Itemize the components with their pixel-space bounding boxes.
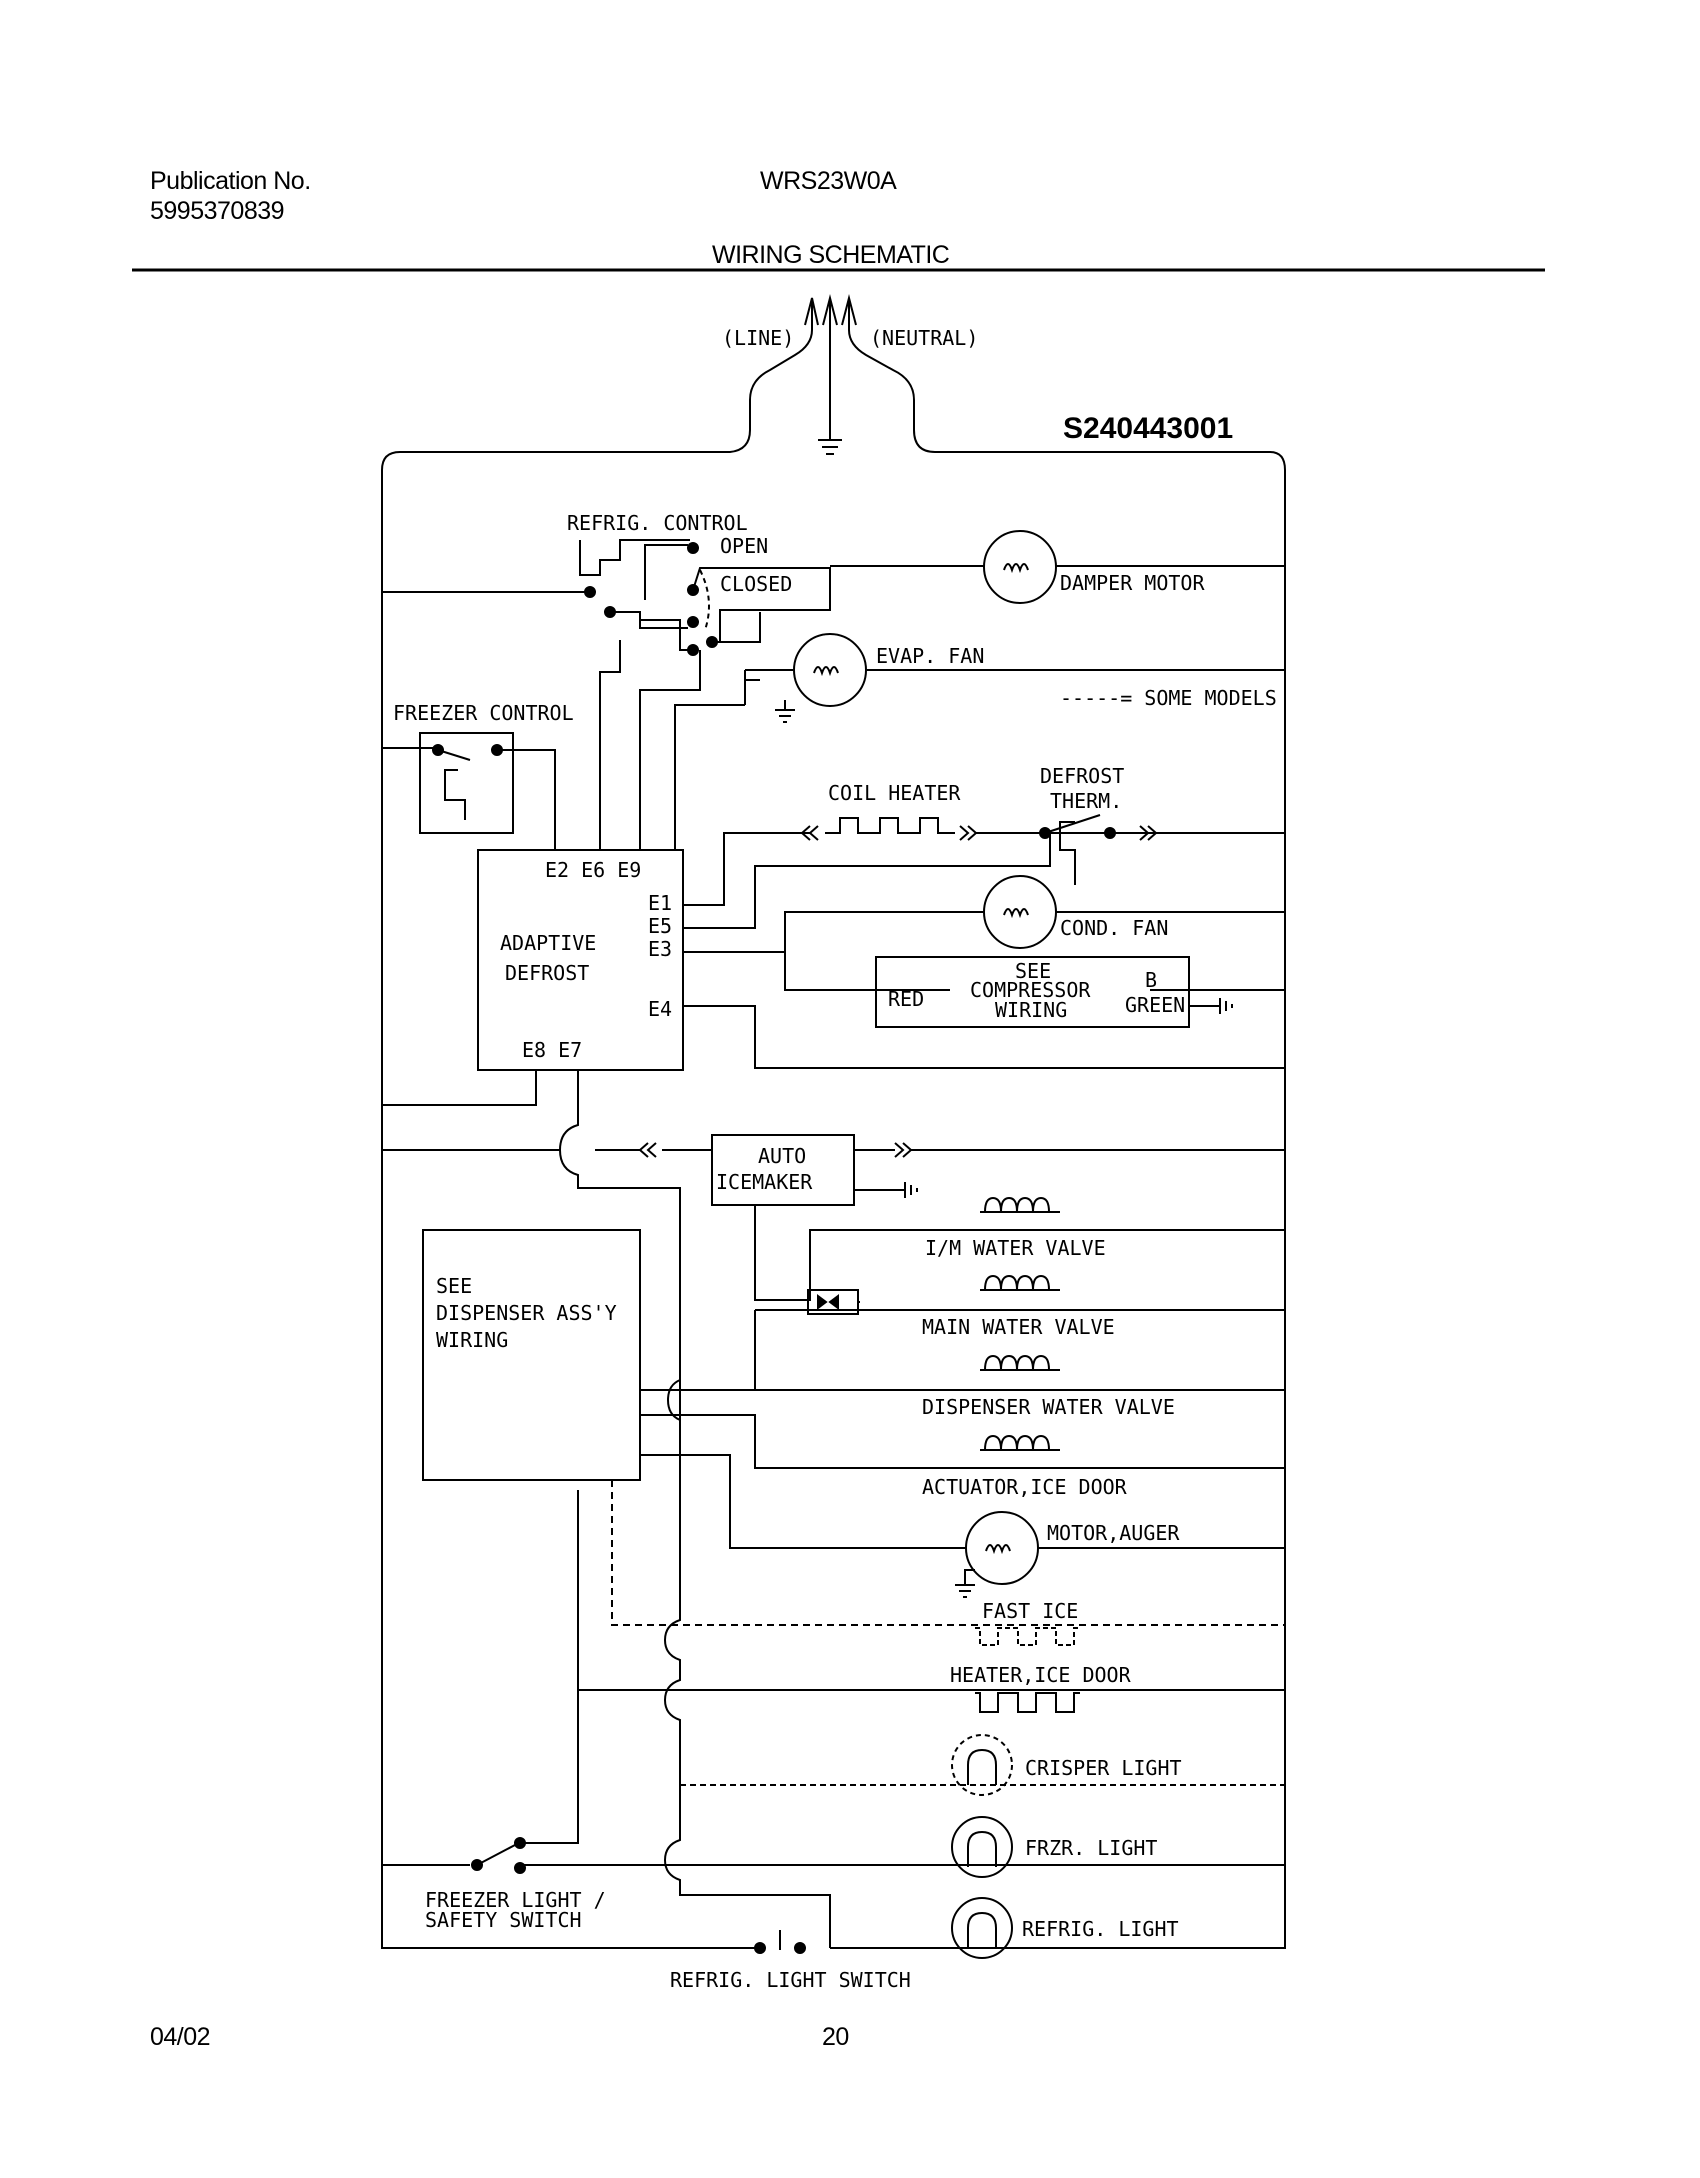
cond-fan: COND. FAN xyxy=(683,875,1285,953)
fast-ice: FAST ICE xyxy=(611,1480,1285,1646)
svg-text:HEATER,ICE DOOR: HEATER,ICE DOOR xyxy=(950,1663,1132,1687)
schematic-id: S240443001 xyxy=(1063,412,1233,445)
svg-text:REFRIG. LIGHT: REFRIG. LIGHT xyxy=(1022,1917,1179,1941)
svg-text:REFRIG. LIGHT SWITCH: REFRIG. LIGHT SWITCH xyxy=(670,1968,911,1992)
footer-date: 04/02 xyxy=(150,2023,211,2051)
compressor-wiring-box: SEE COMPRESSOR WIRING RED B GREEN xyxy=(784,952,1285,1028)
svg-text:DEFROST: DEFROST xyxy=(505,961,589,985)
frzr-light: FRZR. LIGHT xyxy=(382,1816,1285,1878)
svg-text:DISPENSER ASS'Y: DISPENSER ASS'Y xyxy=(436,1301,617,1325)
svg-text:THERM.: THERM. xyxy=(1050,789,1122,813)
svg-text:DAMPER MOTOR: DAMPER MOTOR xyxy=(1060,571,1205,595)
dispenser-water-valve: DISPENSER WATER VALVE xyxy=(640,1354,1285,1419)
svg-text:EVAP. FAN: EVAP. FAN xyxy=(876,644,984,668)
neutral-label: (NEUTRAL) xyxy=(870,326,978,350)
crisper-light: CRISPER LIGHT xyxy=(680,1734,1285,1796)
main-water-valve: MAIN WATER VALVE xyxy=(754,1274,1285,1390)
svg-text:SEE: SEE xyxy=(1015,959,1051,983)
svg-text:WIRING: WIRING xyxy=(436,1328,508,1352)
svg-text:AUTO: AUTO xyxy=(758,1144,806,1168)
svg-text:DEFROST: DEFROST xyxy=(1040,764,1124,788)
svg-text:DISPENSER WATER VALVE: DISPENSER WATER VALVE xyxy=(922,1395,1175,1419)
svg-text:GREEN: GREEN xyxy=(1125,993,1185,1017)
damper-motor: DAMPER MOTOR xyxy=(983,530,1205,604)
power-plug xyxy=(400,294,1270,455)
refrig-light-switch: REFRIG. LIGHT SWITCH xyxy=(670,1930,911,1992)
adaptive-defrost-board: E2 E6 E9 E1 E5 E3 ADAPTIVE DEFROST E4 E8… xyxy=(477,849,684,1071)
refrig-control: REFRIG. CONTROL OPEN CLOSED xyxy=(382,511,1285,656)
svg-text:CRISPER LIGHT: CRISPER LIGHT xyxy=(1025,1756,1182,1780)
svg-text:COMPRESSOR: COMPRESSOR xyxy=(970,978,1091,1002)
dispenser-assy-box: SEE DISPENSER ASS'Y WIRING xyxy=(422,1229,641,1481)
evap-fan: EVAP. FAN xyxy=(744,633,1285,723)
auto-icemaker: AUTO ICEMAKER xyxy=(382,1134,1285,1206)
model-number: WRS23W0A xyxy=(760,167,897,195)
svg-text:CLOSED: CLOSED xyxy=(720,572,792,596)
main-bus-frame xyxy=(381,451,1286,1949)
svg-text:ICEMAKER: ICEMAKER xyxy=(716,1170,813,1194)
svg-text:WIRING: WIRING xyxy=(995,998,1067,1022)
svg-text:E5: E5 xyxy=(648,914,672,938)
svg-text:E3: E3 xyxy=(648,937,672,961)
publication-number: 5995370839 xyxy=(150,197,285,225)
svg-text:OPEN: OPEN xyxy=(720,534,768,558)
svg-text:E2 E6 E9: E2 E6 E9 xyxy=(545,858,641,882)
svg-text:COIL HEATER: COIL HEATER xyxy=(828,781,961,805)
svg-text:FRZR. LIGHT: FRZR. LIGHT xyxy=(1025,1836,1157,1860)
refrig-light: REFRIG. LIGHT xyxy=(830,1897,1180,1959)
svg-text:ADAPTIVE: ADAPTIVE xyxy=(500,931,596,955)
svg-text:E4: E4 xyxy=(648,997,672,1021)
coil-heater: COIL HEATER xyxy=(683,781,1285,929)
actuator-ice-door: ACTUATOR,ICE DOOR xyxy=(640,1414,1285,1499)
svg-text:B: B xyxy=(1145,968,1157,992)
svg-text:COND. FAN: COND. FAN xyxy=(1060,916,1168,940)
svg-text:E8 E7: E8 E7 xyxy=(522,1038,582,1062)
svg-text:MAIN WATER VALVE: MAIN WATER VALVE xyxy=(922,1315,1115,1339)
svg-text:SAFETY SWITCH: SAFETY SWITCH xyxy=(425,1908,582,1932)
freezer-control: FREEZER CONTROL xyxy=(382,701,574,850)
motor-auger: MOTOR,AUGER xyxy=(640,1454,1285,1598)
im-water-valve: I/M WATER VALVE xyxy=(754,1196,1285,1301)
svg-text:I/M WATER VALVE: I/M WATER VALVE xyxy=(925,1236,1106,1260)
svg-text:SEE: SEE xyxy=(436,1274,472,1298)
page-number: 20 xyxy=(822,2023,849,2051)
some-models-note: -----= SOME MODELS xyxy=(1060,686,1277,710)
publication-label: Publication No. xyxy=(150,167,311,195)
svg-text:REFRIG. CONTROL: REFRIG. CONTROL xyxy=(567,511,748,535)
svg-text:FREEZER LIGHT /: FREEZER LIGHT / xyxy=(425,1888,606,1912)
svg-text:FAST ICE: FAST ICE xyxy=(982,1599,1078,1623)
svg-text:ACTUATOR,ICE DOOR: ACTUATOR,ICE DOOR xyxy=(922,1475,1128,1499)
page-title: WIRING SCHEMATIC xyxy=(712,241,950,269)
svg-text:E1: E1 xyxy=(648,891,672,915)
line-label: (LINE) xyxy=(722,326,794,350)
svg-text:MOTOR,AUGER: MOTOR,AUGER xyxy=(1047,1521,1180,1545)
svg-text:FREEZER CONTROL: FREEZER CONTROL xyxy=(393,701,574,725)
freezer-light-switch: FREEZER LIGHT / SAFETY SWITCH xyxy=(425,1690,606,1932)
defrost-therm: DEFROST THERM. xyxy=(1039,764,1158,885)
